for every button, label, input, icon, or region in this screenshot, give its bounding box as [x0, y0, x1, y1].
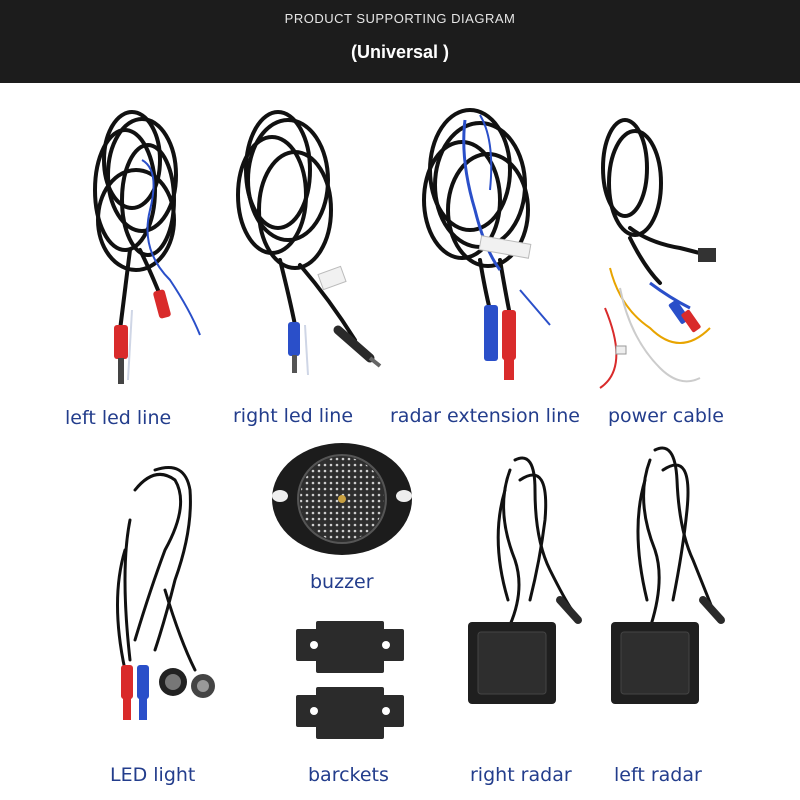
page-subtitle: (Universal ): [350, 42, 450, 62]
radar-sensor-icon: [611, 446, 725, 704]
wiring-harness-icon: [599, 118, 716, 389]
right-radar-item: [460, 450, 590, 710]
radar-extension-line-item: [400, 100, 570, 400]
led-light-item: [95, 460, 225, 740]
power-cable-item: [590, 108, 740, 398]
left-radar-label: left radar: [614, 764, 702, 786]
page-title: PRODUCT SUPPORTING DIAGRAM: [284, 11, 516, 26]
buzzer-item: [268, 438, 416, 560]
led-light-icon: [116, 466, 215, 720]
buzzer-label: buzzer: [310, 571, 374, 593]
cable-bundle-icon: [236, 110, 382, 376]
header-banner: PRODUCT SUPPORTING DIAGRAM (Universal ): [0, 0, 800, 83]
right-led-line-label: right led line: [233, 405, 354, 427]
cable-bundle-icon: [93, 110, 201, 384]
brackets-label: barckets: [308, 764, 389, 786]
cable-bundle-icon: [422, 108, 551, 380]
left-radar-item: [605, 440, 735, 710]
right-led-line-item: [220, 100, 390, 400]
brackets-item: [290, 615, 410, 745]
bracket-icon: [296, 621, 404, 739]
left-led-line-item: [70, 100, 210, 400]
buzzer-icon: [272, 443, 412, 555]
power-cable-label: power cable: [608, 405, 724, 427]
left-led-line-label: left led line: [65, 407, 172, 429]
right-radar-label: right radar: [470, 764, 572, 786]
radar-sensor-icon: [468, 456, 582, 704]
radar-extension-line-label: radar extension line: [390, 405, 580, 427]
led-light-label: LED light: [110, 764, 196, 786]
